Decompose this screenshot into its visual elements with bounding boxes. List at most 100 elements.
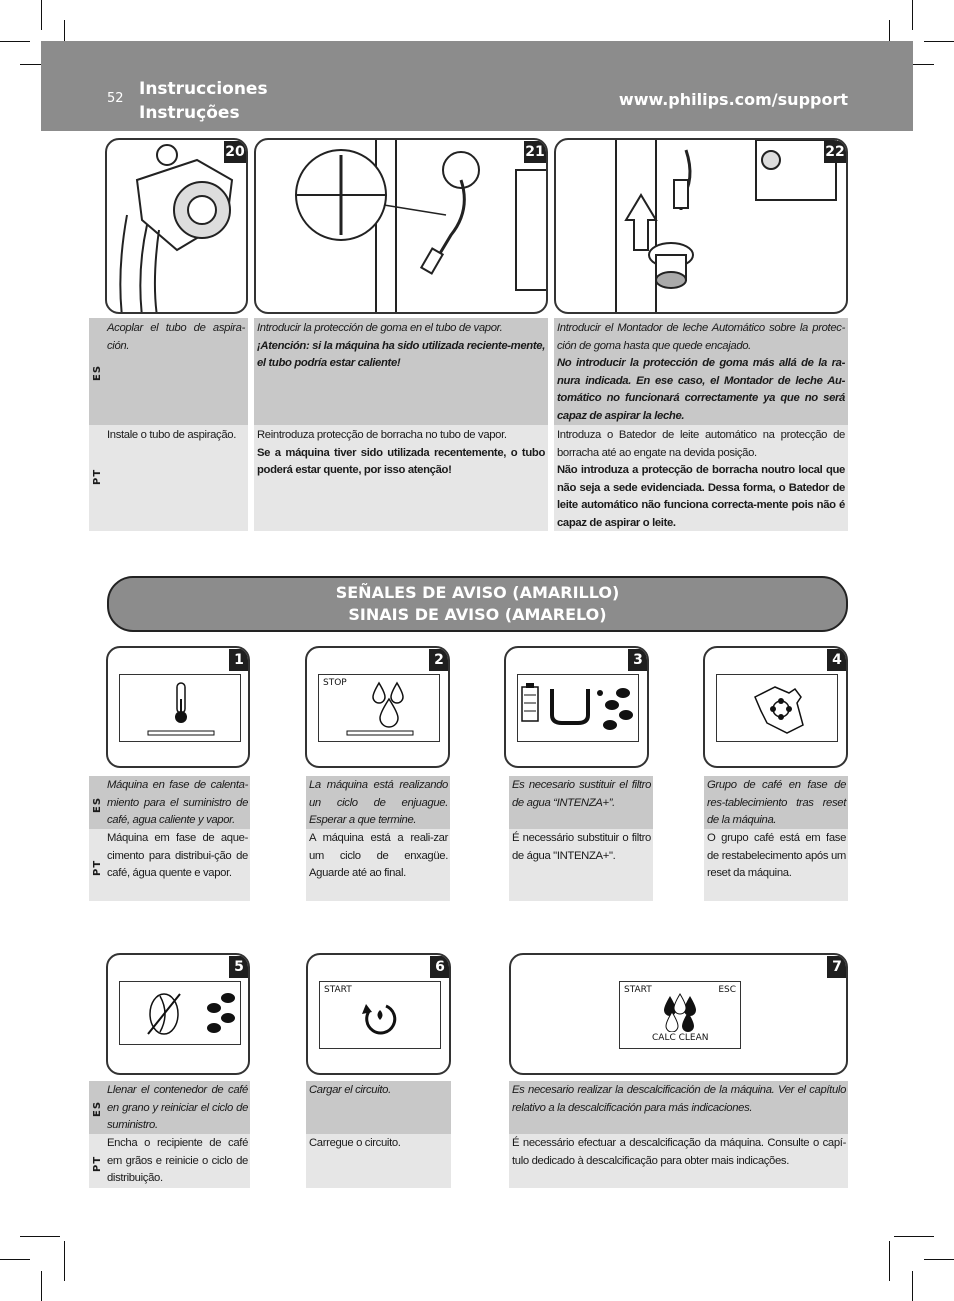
screen-start-label: START xyxy=(324,985,352,995)
step-number-badge: 21 xyxy=(524,141,546,163)
step-number-badge: 20 xyxy=(224,141,246,163)
signal-2-es-text: La máquina está realizando un ciclo de e… xyxy=(306,776,450,829)
crop-mark xyxy=(924,41,954,42)
step-21-pt-text: Reintroduza protecção de borracha no tub… xyxy=(254,425,548,531)
signal-text: Máquina em fase de aque-cimento para dis… xyxy=(107,832,248,879)
display-screen xyxy=(119,674,241,742)
signal-2-pt-text: A máquina está a reali-zar um ciclo de e… xyxy=(306,829,450,901)
signal-6-pt-text: Carregue o circuito. xyxy=(306,1134,451,1188)
crop-mark xyxy=(41,0,42,30)
step-text: Reintroduza protecção de borracha no tub… xyxy=(257,429,507,441)
lang-label-pt: PT xyxy=(92,1155,103,1172)
page-title-es: Instrucciones xyxy=(139,79,268,99)
banner-title-es: SEÑALES DE AVISO (AMARILLO) xyxy=(335,583,620,602)
screen-start-label: START xyxy=(624,985,652,995)
step-warning: No introducir la protección de goma más … xyxy=(557,357,845,422)
lang-label-pt: PT xyxy=(92,859,103,876)
milk-frother-icon xyxy=(615,140,837,312)
signal-7-pt-text: É necessário efectuar a descalcificação … xyxy=(509,1134,848,1188)
signal-number-badge: 6 xyxy=(430,956,449,978)
water-drops-icon xyxy=(346,681,414,736)
signal-3-es-text: Es necesario sustituir el filtro de agua… xyxy=(509,776,653,829)
crop-mark xyxy=(0,1259,30,1260)
signal-number-badge: 7 xyxy=(827,956,846,978)
crop-mark xyxy=(0,41,30,42)
descaling-drops-icon xyxy=(664,993,696,1032)
crop-mark xyxy=(924,1259,954,1260)
signal-6-es-text: Cargar el circuito. xyxy=(306,1081,451,1134)
step-20-illustration: 20 xyxy=(105,138,248,314)
signal-text: Grupo de café en fase de res-tablecimien… xyxy=(707,779,846,826)
screen-stop-label: STOP xyxy=(323,678,347,688)
support-url-link[interactable]: www.philips.com/support xyxy=(618,90,848,109)
signal-number-badge: 1 xyxy=(229,649,248,671)
step-20-es-text: Acoplar el tubo de aspira-ción. xyxy=(89,318,248,425)
signal-number-badge: 2 xyxy=(429,649,448,671)
display-screen xyxy=(716,674,838,742)
step-20-pt-text: Instale o tubo de aspiração. xyxy=(89,425,248,531)
step-warning: Não introduza a protecção de borracha no… xyxy=(557,464,845,529)
signal-1-es-text: Máquina en fase de calenta-miento para e… xyxy=(89,776,250,829)
crop-mark xyxy=(41,1271,42,1301)
step-22-illustration: 22 xyxy=(554,138,848,314)
crop-mark xyxy=(894,64,934,65)
signal-text: Encha o recipiente de café em grãos e re… xyxy=(107,1137,248,1184)
signal-number-badge: 3 xyxy=(628,649,647,671)
step-21-es-text: Introducir la protección de goma en el t… xyxy=(254,318,548,425)
coffee-beans-icon xyxy=(147,993,235,1035)
lang-label-es: ES xyxy=(92,796,103,813)
display-screen: START ESC CALC CLEAN xyxy=(619,981,741,1049)
signal-text: A máquina está a reali-zar um ciclo de e… xyxy=(309,832,448,879)
circuit-refresh-icon xyxy=(362,1004,397,1035)
signal-number-badge: 4 xyxy=(827,649,846,671)
signal-text: Llenar el contenedor de café en grano y … xyxy=(107,1084,248,1131)
signal-text: Cargar el circuito. xyxy=(309,1084,391,1096)
signal-1-panel: 1 xyxy=(106,646,250,768)
signal-4-pt-text: O grupo café está em fase de restabeleci… xyxy=(704,829,848,901)
crop-mark xyxy=(894,1236,934,1237)
signal-text: Máquina en fase de calenta-miento para e… xyxy=(107,779,248,826)
signal-7-es-text: Es necesario realizar la descalcificació… xyxy=(509,1081,848,1134)
signal-5-pt-text: Encha o recipiente de café em grãos e re… xyxy=(89,1134,250,1188)
step-warning: ¡Atención: si la máquina ha sido utiliza… xyxy=(257,339,545,370)
signal-3-pt-text: É necessário substituir o filtro de água… xyxy=(509,829,653,901)
crop-mark xyxy=(20,64,60,65)
step-text: Instale o tubo de aspiração. xyxy=(107,429,236,441)
thermometer-icon xyxy=(147,682,215,736)
step-number-badge: 22 xyxy=(824,141,846,163)
banner-title-pt: SINAIS DE AVISO (AMARELO) xyxy=(348,605,607,624)
lang-label-pt: PT xyxy=(92,468,103,485)
signal-7-panel: 7 START ESC CALC CLEAN xyxy=(509,953,848,1075)
display-screen xyxy=(517,674,639,742)
signal-text: Es necesario realizar la descalcificació… xyxy=(512,1084,846,1114)
signal-5-panel: 5 xyxy=(106,953,250,1075)
signal-5-es-text: Llenar el contenedor de café en grano y … xyxy=(89,1081,250,1134)
step-22-pt-text: Introduza o Batedor de leite automático … xyxy=(554,425,848,531)
crop-mark xyxy=(889,1241,890,1281)
aspiration-tube-icon xyxy=(119,144,234,312)
crop-mark xyxy=(912,1271,913,1301)
screen-calc-clean-label: CALC CLEAN xyxy=(652,1033,709,1043)
crop-mark xyxy=(64,20,65,60)
signal-6-panel: 6 START xyxy=(306,953,451,1075)
signal-number-badge: 5 xyxy=(229,956,248,978)
step-text: Acoplar el tubo de aspira-ción. xyxy=(107,322,245,352)
signal-4-es-text: Grupo de café en fase de res-tablecimien… xyxy=(704,776,848,829)
crop-mark xyxy=(912,0,913,30)
lang-label-es: ES xyxy=(92,364,103,381)
signal-text: La máquina está realizando un ciclo de e… xyxy=(309,779,448,826)
step-21-illustration: 21 xyxy=(254,138,548,314)
signal-4-panel: 4 xyxy=(703,646,848,768)
crop-mark xyxy=(20,1236,60,1237)
signal-text: O grupo café está em fase de restabeleci… xyxy=(707,832,846,879)
signal-text: Es necesario sustituir el filtro de agua… xyxy=(512,779,651,809)
signal-3-panel: 3 xyxy=(504,646,649,768)
steam-tube-icon xyxy=(295,140,546,312)
crop-mark xyxy=(64,1241,65,1281)
display-screen xyxy=(119,981,241,1045)
page-header: 52 Instrucciones Instruções www.philips.… xyxy=(41,41,913,131)
display-screen: START xyxy=(319,981,441,1049)
step-text: Introducir la protección de goma en el t… xyxy=(257,322,503,334)
step-text: Introduza o Batedor de leite automático … xyxy=(557,429,845,459)
section-banner: SEÑALES DE AVISO (AMARILLO) SINAIS DE AV… xyxy=(107,576,848,632)
